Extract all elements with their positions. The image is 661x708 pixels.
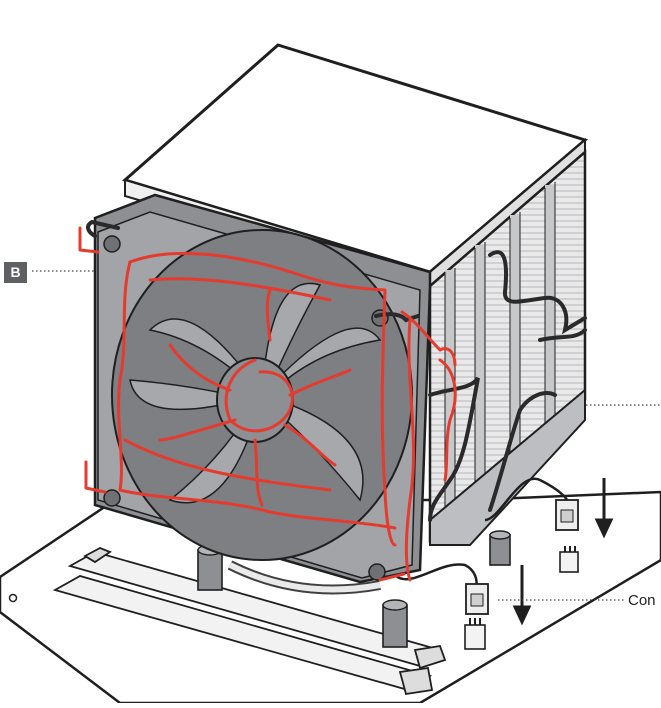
mounting-hole [8, 593, 18, 603]
connector-callout-text: Con [628, 592, 656, 609]
motherboard-header-icon [464, 618, 486, 650]
hand-drawn-annotation [78, 226, 457, 582]
down-arrow-icon [594, 478, 614, 539]
screw-icon [489, 530, 511, 566]
motherboard-header-icon [559, 546, 579, 573]
down-arrow-icon [512, 565, 532, 626]
mounting-bracket [197, 530, 511, 648]
fan-icon [93, 193, 432, 584]
fan-connector-icon [465, 583, 489, 615]
label-badge-b: B [4, 262, 27, 283]
ram-slots [52, 547, 447, 696]
fan-connector-icon [555, 499, 579, 531]
screw-icon [382, 599, 408, 648]
heatpipes [86, 219, 587, 522]
